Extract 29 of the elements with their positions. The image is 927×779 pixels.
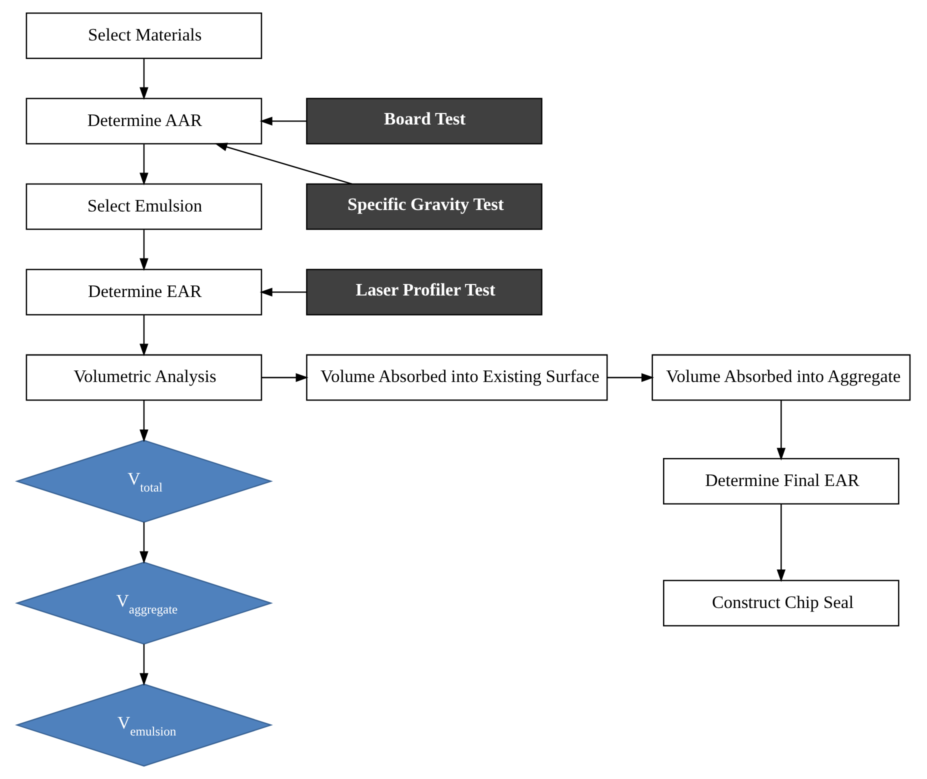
- node-box: Construct Chip Seal: [663, 580, 900, 626]
- arrow: [140, 644, 148, 686]
- arrow: [776, 504, 786, 582]
- node-box: Specific Gravity Test: [306, 183, 542, 230]
- arrow: [260, 116, 306, 126]
- arrow: [776, 400, 786, 460]
- node-box: Select Materials: [26, 12, 262, 59]
- arrow: [262, 373, 308, 382]
- arrow: [140, 144, 148, 186]
- node-box: Select Emulsion: [26, 183, 262, 230]
- node-box: Board Test: [306, 98, 542, 144]
- node-box: Determine AAR: [26, 98, 262, 144]
- node-box: Laser Profiler Test: [306, 268, 542, 316]
- node-diamond: V$_{total}$: [14, 440, 273, 523]
- arrow: [260, 288, 306, 296]
- node-diamond: V$_{aggregate}$: [14, 562, 273, 645]
- arrow: [140, 230, 148, 271]
- arrow: [140, 400, 148, 442]
- node-box: Volume Absorbed into Existing Surface: [306, 354, 608, 401]
- node-box: Volumetric Analysis: [26, 354, 262, 401]
- node-box: Determine Final EAR: [663, 458, 900, 504]
- node-diamond: V$_{emulsion}$: [14, 684, 273, 767]
- node-box: Determine EAR: [26, 268, 262, 316]
- arrow: [140, 315, 148, 356]
- arrow: [140, 522, 148, 564]
- node-box: Volume Absorbed into Aggregate: [652, 354, 911, 401]
- arrow: [607, 373, 654, 382]
- arrow: [214, 142, 352, 185]
- arrow: [140, 58, 148, 100]
